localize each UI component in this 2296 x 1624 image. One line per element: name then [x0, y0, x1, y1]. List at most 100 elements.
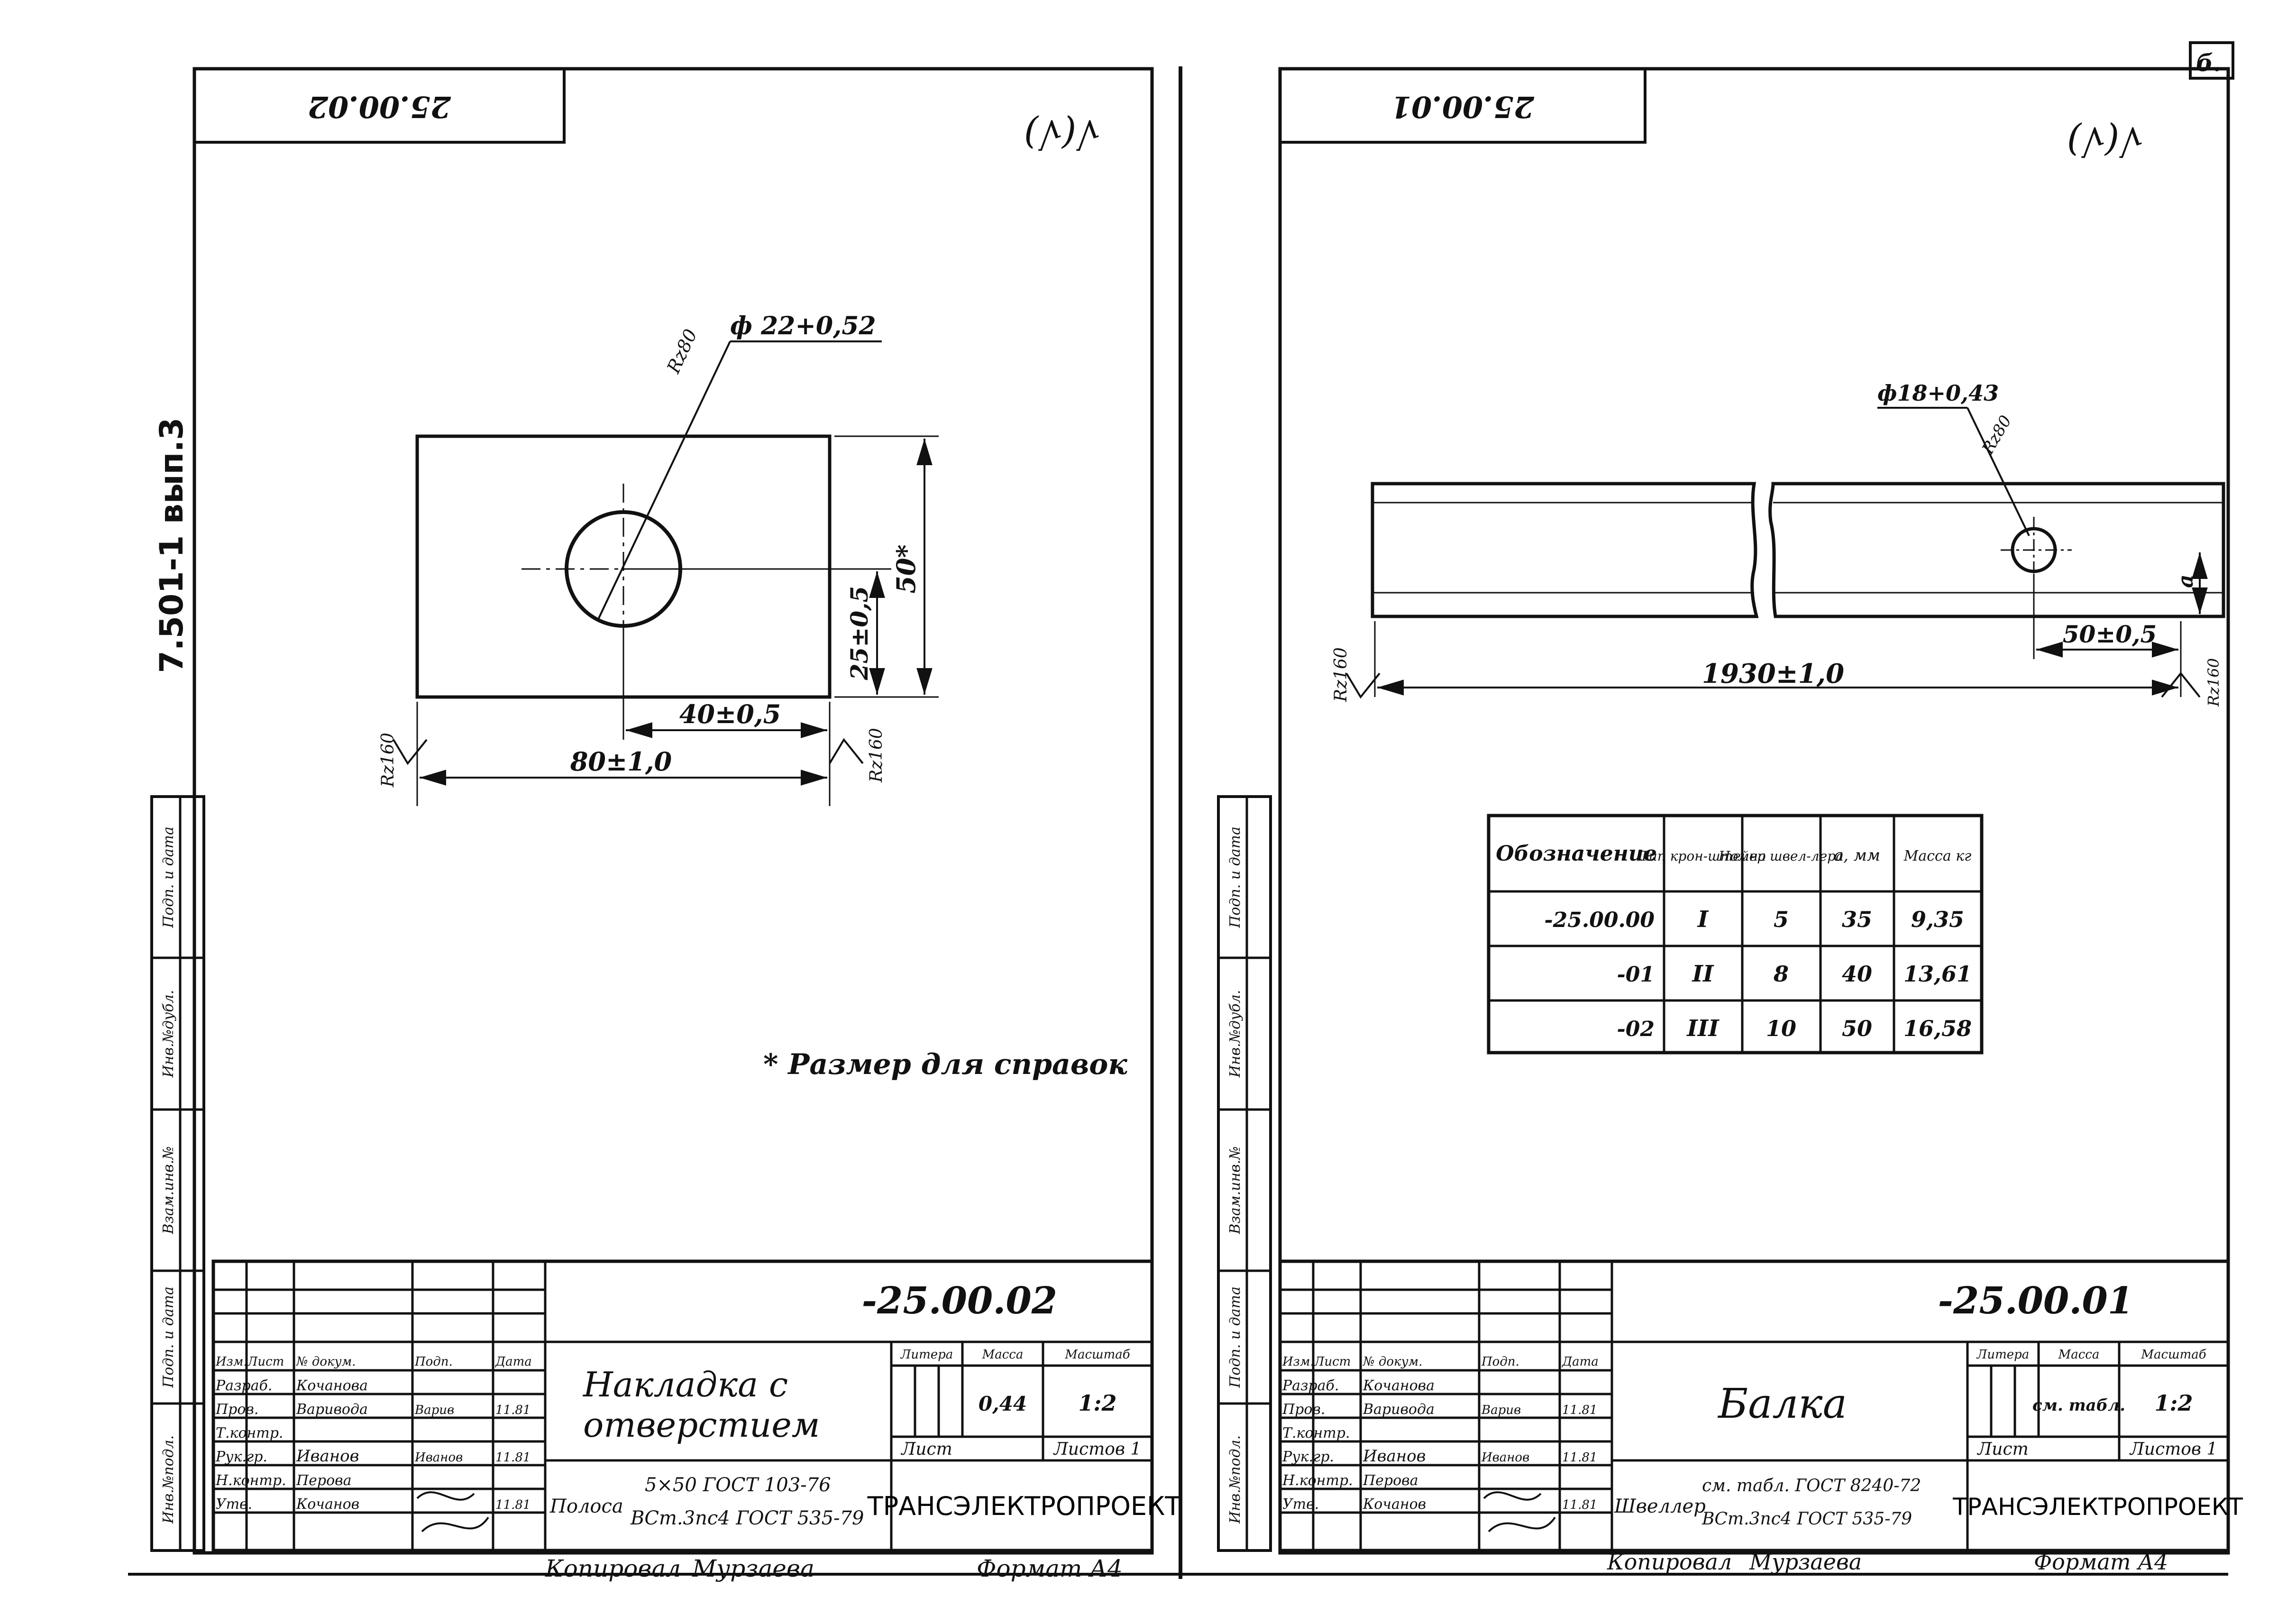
right-tb-hdr-mass: Масса — [2058, 1348, 2100, 1362]
left-row-name: Перова — [296, 1472, 352, 1489]
right-side-label: Подп. и дата — [1227, 1286, 1244, 1388]
table-rows: -25.00.00 I 5 35 9,35 -01 II 8 40 13,61 … — [1544, 906, 1972, 1042]
right-tb-sheets: Листов 1 — [2129, 1440, 2218, 1459]
right-a-dim: a — [2174, 574, 2198, 588]
left-hole-rough: Rz80 — [663, 326, 701, 376]
left-side-labels: Инв.№подл. Подп. и дата Взам.инв.№ Инв.№… — [160, 826, 177, 1524]
right-row-date: 11.81 — [1562, 1498, 1597, 1512]
table-cell: 35 — [1842, 907, 1872, 932]
right-tb-scale: 1:2 — [2155, 1390, 2193, 1416]
right-side-label: Инв.№дубл. — [1227, 990, 1244, 1078]
right-row-sign: Варив — [1481, 1403, 1521, 1417]
table-cell: 10 — [1766, 1016, 1796, 1041]
left-length-dim: 80±1,0 — [570, 746, 672, 777]
table-cell: -25.00.00 — [1544, 908, 1655, 932]
right-hole-dim: ф18+0,43 — [1877, 380, 1999, 406]
left-row-role: Утв. — [216, 1496, 252, 1513]
table-cell: 9,35 — [1911, 907, 1964, 932]
left-footer-copied: Копировал — [545, 1555, 681, 1582]
left-tb-scale: 1:2 — [1079, 1390, 1117, 1416]
table-cell: 13,61 — [1903, 961, 1972, 987]
left-row-role: Т.контр. — [216, 1425, 283, 1441]
left-row-role: Изм.Лист — [215, 1355, 284, 1369]
right-row-date: 11.81 — [1562, 1450, 1597, 1465]
right-footer-format: Формат А4 — [2034, 1549, 2168, 1575]
right-row-role: Утв. — [1282, 1496, 1319, 1513]
right-row-date: Дата — [1562, 1355, 1599, 1369]
left-side-label: Подп. и дата — [160, 1286, 177, 1388]
left-tb-material-1: 5×50 ГОСТ 103-76 — [645, 1474, 831, 1496]
right-row-sign: Подп. — [1481, 1355, 1519, 1369]
right-title-block — [1217, 795, 2230, 1552]
right-row-name: Варивода — [1363, 1401, 1435, 1418]
table-cell: 16,58 — [1903, 1016, 1972, 1041]
left-row-sign: Варив — [414, 1403, 454, 1417]
left-tb-hdr-scale: Масштаб — [1064, 1348, 1130, 1362]
left-plate — [393, 340, 939, 806]
table-cell: 5 — [1774, 907, 1789, 932]
left-row-name: Варивода — [296, 1401, 368, 1418]
left-row-date: 11.81 — [495, 1498, 531, 1512]
right-side-labels: Инв.№подл. Подп. и дата Взам.инв.№ Инв.№… — [1227, 826, 1244, 1524]
left-tb-org: ТРАНСЭЛЕКТРОПРОЕКТ — [867, 1491, 1181, 1521]
left-row-name: Кочанов — [296, 1496, 359, 1513]
left-row-name: № докум. — [296, 1355, 356, 1369]
left-row-date: 11.81 — [495, 1450, 531, 1465]
table-header: Обозначение — [1496, 842, 1657, 866]
right-beam — [1345, 407, 2225, 699]
left-title-block — [150, 795, 1154, 1552]
right-offset-dim: 50±0,5 — [2063, 620, 2157, 648]
right-tb-material-label: Швеллер — [1614, 1496, 1706, 1517]
table-cell: 50 — [1842, 1016, 1872, 1041]
left-height-dim: 50* — [891, 544, 921, 593]
right-row-name: Кочанова — [1363, 1377, 1435, 1394]
right-footer-copier: Мурзаева — [1749, 1549, 1862, 1575]
left-frame — [192, 67, 1154, 1555]
right-row-name: Перова — [1363, 1472, 1418, 1489]
right-row-role: Разраб. — [1282, 1377, 1339, 1394]
right-side-label: Взам.инв.№ — [1227, 1146, 1244, 1234]
right-tb-sheet: Лист — [1976, 1440, 2029, 1459]
right-row-role: Пров. — [1282, 1401, 1325, 1418]
left-tb-material-label: Полоса — [549, 1496, 623, 1517]
right-row-role: Изм.Лист — [1282, 1355, 1351, 1369]
left-tb-sheets: Листов 1 — [1053, 1440, 1142, 1459]
left-rz-right: Rz160 — [867, 728, 886, 783]
left-tb-code: -25.00.02 — [862, 1279, 1057, 1322]
right-row-sign: Иванов — [1481, 1450, 1529, 1465]
left-hole-dim: ф 22+0,52 — [730, 312, 876, 340]
table-cell: I — [1697, 906, 1709, 933]
right-tb-material-1: см. табл. ГОСТ 8240-72 — [1702, 1476, 1921, 1496]
left-row-sign: Подп. — [414, 1355, 453, 1369]
left-side-label: Инв.№дубл. — [160, 990, 177, 1078]
right-rz-right: Rz160 — [2205, 658, 2223, 707]
left-tb-name-2: отверстием — [583, 1405, 820, 1445]
left-offset-x-dim: 40±0,5 — [679, 699, 781, 729]
table-cell: 8 — [1773, 961, 1789, 987]
left-footer-copier: Мурзаева — [692, 1555, 814, 1582]
left-tb-rows: Изм.Лист № докум. Подп. Дата Разраб. Коч… — [215, 1355, 532, 1513]
right-side-label: Подп. и дата — [1227, 826, 1244, 928]
right-length-dim: 1930±1,0 — [1702, 658, 1844, 689]
left-row-name: Кочанова — [296, 1377, 368, 1394]
table-cell: II — [1692, 961, 1714, 987]
right-sheet — [1278, 41, 2234, 1555]
table-header: Масса кг — [1903, 848, 1972, 864]
right-rz-left: Rz160 — [1331, 647, 1351, 702]
right-tb-code: -25.00.01 — [1938, 1279, 2133, 1322]
left-side-label: Подп. и дата — [160, 826, 177, 928]
right-tb-name: Балка — [1717, 1380, 1847, 1428]
left-rz-left: Rz160 — [378, 733, 398, 788]
right-row-name: Иванов — [1363, 1447, 1426, 1466]
table-cell: 40 — [1842, 961, 1872, 987]
left-footer-format: Формат А4 — [977, 1555, 1123, 1582]
right-corner-mark: б. — [2196, 49, 2222, 77]
right-tb-hdr-litera: Литера — [1976, 1348, 2030, 1362]
left-tb-sheet: Лист — [900, 1440, 952, 1459]
right-tb-material-2: ВСт.3пс4 ГОСТ 535-79 — [1701, 1509, 1912, 1529]
left-row-role: Н.контр. — [215, 1472, 286, 1489]
right-hole-rough: Rz80 — [1978, 412, 2016, 458]
right-row-name: Кочанов — [1363, 1496, 1426, 1513]
table-cell: III — [1686, 1015, 1720, 1042]
right-tb-mass: см. табл. — [2032, 1396, 2125, 1415]
